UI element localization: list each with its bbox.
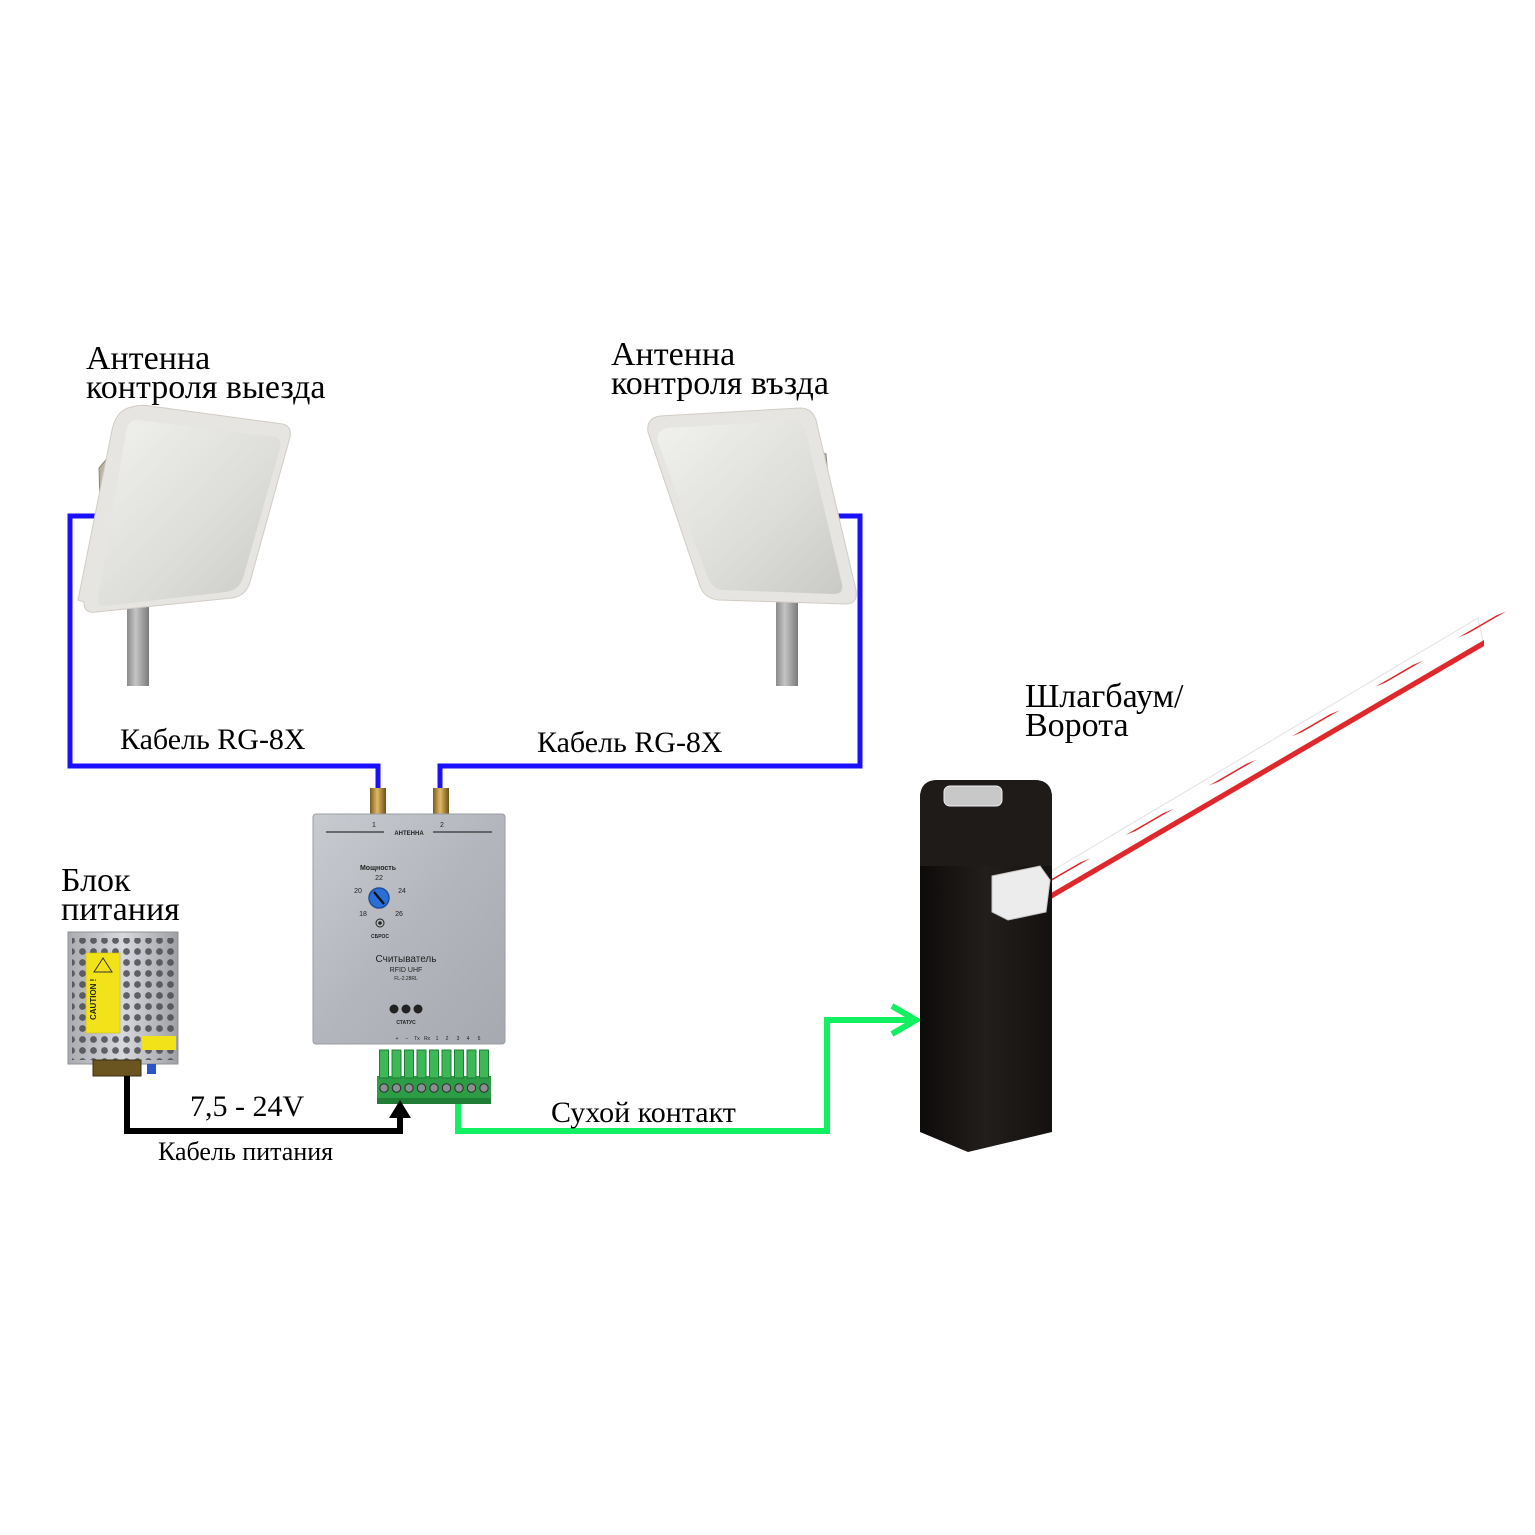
dial-value-24: 24 xyxy=(398,888,406,895)
screw-terminals xyxy=(92,1059,142,1077)
caution-label: CAUTION ! xyxy=(89,979,98,1020)
barrier-boom xyxy=(1039,611,1507,902)
reset-label: СБРОС xyxy=(371,934,389,940)
barrier-line1: Шлагбаум/ xyxy=(1025,678,1184,715)
terminal-pin xyxy=(454,1049,464,1079)
terminal-pin xyxy=(416,1049,427,1079)
terminal-pin xyxy=(404,1049,414,1079)
sma-connector-2 xyxy=(433,788,449,816)
power-supply: CAUTION ! xyxy=(67,931,179,1077)
status-led-1 xyxy=(389,1004,399,1014)
terminal-screw xyxy=(479,1083,489,1093)
reader-model: FL-2.28RL xyxy=(394,976,418,982)
power-cable-label: Кабель питания xyxy=(158,1137,334,1166)
boom-stripe xyxy=(1458,611,1507,638)
terminal-label: Tx xyxy=(414,1036,420,1042)
dial-value-26: 26 xyxy=(395,911,403,918)
boom-mount xyxy=(991,865,1051,921)
cable-right-label: Кабель RG-8X xyxy=(537,726,723,759)
barrier-line2: Ворота xyxy=(1025,707,1129,745)
barrier-label: Шлагбаум/ Ворота xyxy=(1025,678,1184,745)
power-cable xyxy=(124,1076,411,1134)
terminal-label: 2 xyxy=(446,1036,449,1042)
boom-stripe xyxy=(1042,858,1091,885)
terminal-screw xyxy=(379,1083,389,1093)
power-supply-line2: питания xyxy=(61,891,180,929)
terminal-pin xyxy=(429,1049,439,1079)
voltage-trimmer xyxy=(147,1064,156,1074)
dry-contact-cable xyxy=(455,1003,922,1134)
antenna-entry xyxy=(647,407,857,686)
antenna-exit-line2: контроля выезда xyxy=(86,369,326,407)
boom-stripes xyxy=(1042,611,1507,885)
dial-value-22: 22 xyxy=(375,875,383,882)
reset-button[interactable] xyxy=(375,918,385,928)
voltage-label: 7,5 - 24V xyxy=(190,1090,305,1123)
terminal-label: 5 xyxy=(478,1036,481,1042)
terminal-screw xyxy=(416,1083,427,1093)
sma-connector-1 xyxy=(370,788,386,816)
port-2-label: 2 xyxy=(440,822,444,829)
dial-value-18: 18 xyxy=(359,911,367,918)
antenna-exit-line1: Антенна xyxy=(86,340,211,377)
status-label: СТАТУС xyxy=(396,1020,416,1026)
antenna-pole xyxy=(776,600,798,686)
terminal-screw xyxy=(404,1083,414,1093)
antenna-entry-line2: контроля възда xyxy=(611,365,829,403)
reader-type: RFID UHF xyxy=(390,967,423,974)
terminal-screw xyxy=(441,1083,452,1093)
boom-stripe xyxy=(1291,710,1340,737)
antenna-entry-line1: Антенна xyxy=(611,336,736,373)
antenna-exit-label: Антенна контроля выезда xyxy=(86,340,326,407)
status-led-2 xyxy=(401,1004,411,1014)
warning-icon xyxy=(93,957,113,973)
dry-contact-arrow-icon xyxy=(890,1003,922,1037)
terminal-screw xyxy=(466,1083,477,1093)
terminal-label: 1 xyxy=(436,1036,439,1042)
terminal-label: + xyxy=(396,1036,399,1042)
terminal-labels: + − Tx Rx 1 2 3 4 5 xyxy=(396,1036,481,1042)
terminal-pin xyxy=(441,1049,452,1079)
terminal-block xyxy=(377,1049,491,1104)
boom-stripe xyxy=(1375,660,1424,687)
terminal-screw xyxy=(391,1083,402,1093)
power-supply-line1: Блок xyxy=(61,862,131,899)
power-supply-label: Блок питания xyxy=(61,862,180,929)
barrier-lamp xyxy=(943,785,1003,807)
reader-name: Считыватель xyxy=(376,954,437,965)
boom-stripe xyxy=(1125,809,1174,835)
terminal-pin xyxy=(479,1049,489,1079)
dial-value-20: 20 xyxy=(354,888,362,895)
boom-stripe xyxy=(1208,759,1257,786)
power-arrow-icon xyxy=(389,1100,411,1118)
terminal-screw xyxy=(429,1083,439,1093)
terminal-label: 3 xyxy=(457,1036,460,1042)
antenna-entry-label: Антенна контроля възда xyxy=(611,336,829,403)
rfid-reader: 1 2 АНТЕННА Мощность 22 24 26 18 20 СБРО… xyxy=(312,788,506,1104)
terminal-label: − xyxy=(406,1036,409,1042)
cable-left-label: Кабель RG-8X xyxy=(120,723,306,756)
terminal-label: 4 xyxy=(467,1036,470,1042)
port-1-label: 1 xyxy=(372,822,376,829)
spec-sticker xyxy=(142,1036,176,1050)
antenna-pole xyxy=(127,600,149,686)
terminal-pin xyxy=(379,1049,389,1079)
barrier-gate xyxy=(920,611,1507,1152)
dry-contact-label: Сухой контакт xyxy=(551,1096,736,1129)
terminal-screw xyxy=(454,1083,464,1093)
power-label: Мощность xyxy=(360,865,397,872)
terminal-pin xyxy=(391,1049,402,1079)
terminal-label: Rx xyxy=(424,1036,431,1042)
antenna-cable-left xyxy=(67,513,381,790)
antenna-cable-right xyxy=(437,513,863,790)
antenna-exit xyxy=(77,404,291,686)
status-led-3 xyxy=(413,1004,423,1014)
antenna-port-label: АНТЕННА xyxy=(394,831,424,837)
terminal-pin xyxy=(466,1049,477,1079)
